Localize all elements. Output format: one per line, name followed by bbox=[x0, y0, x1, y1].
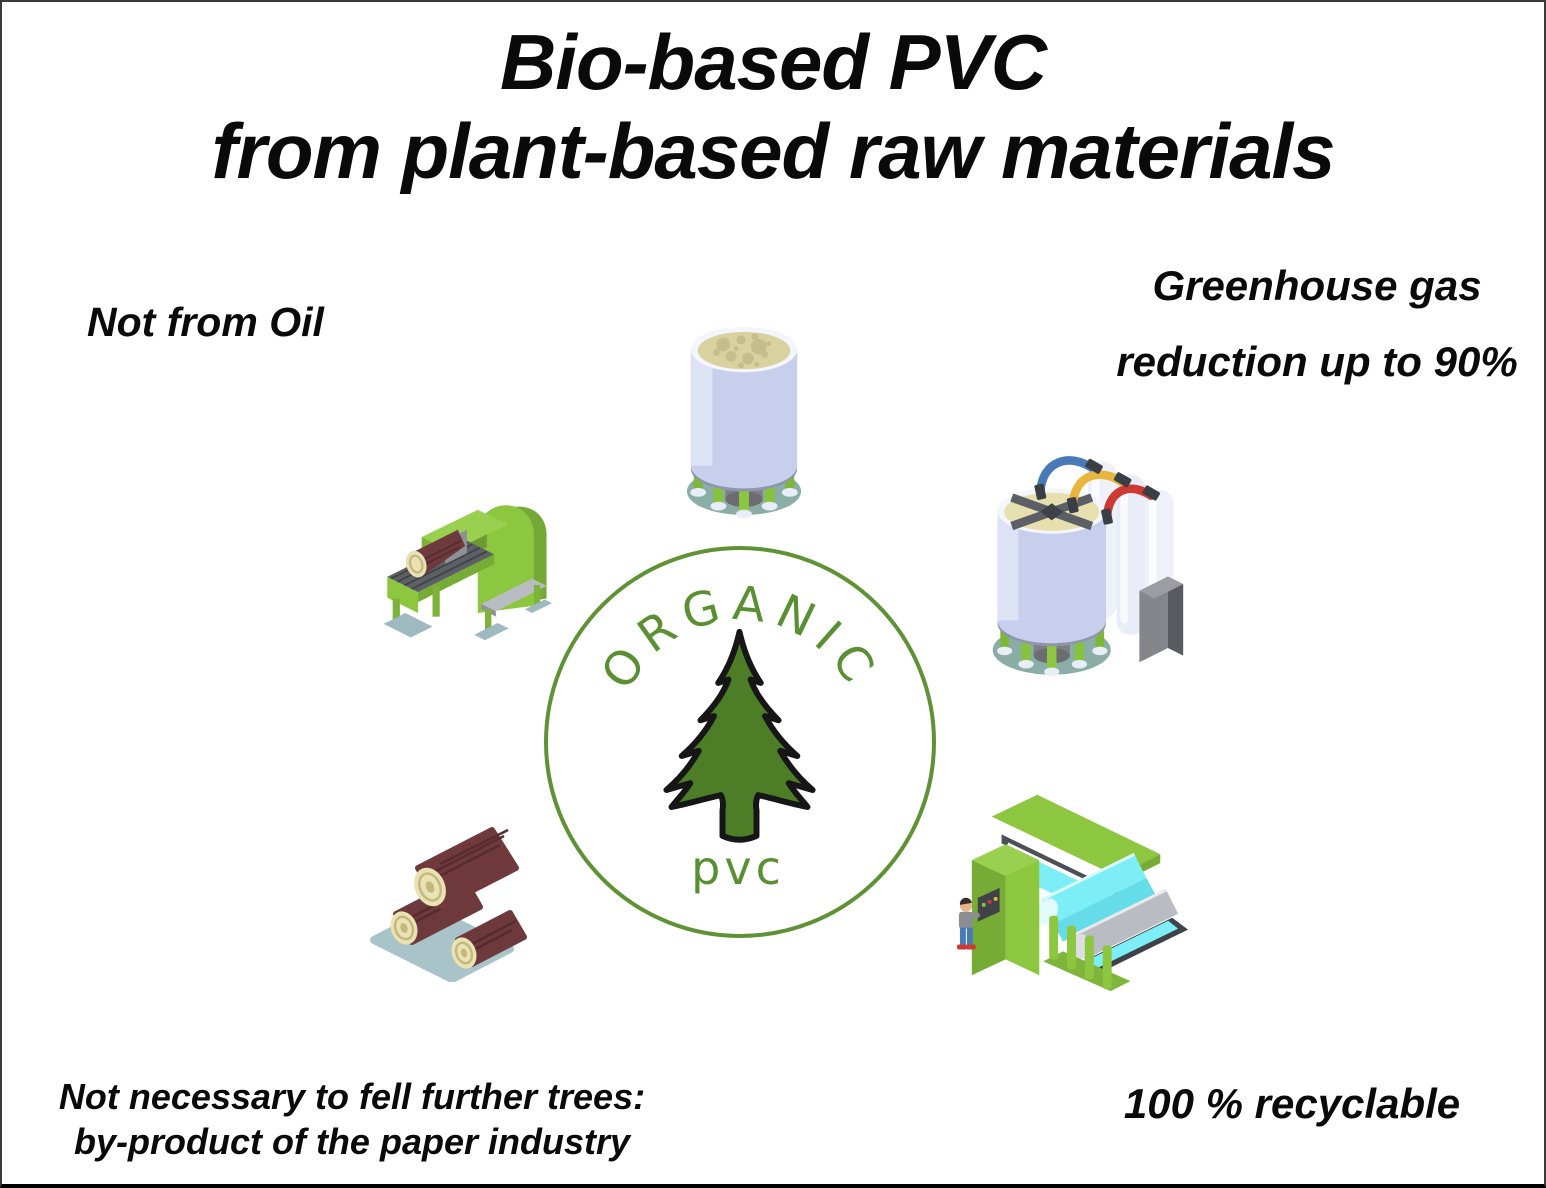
greenhouse-line-2: reduction up to 90% bbox=[1116, 338, 1518, 385]
pine-tree-icon bbox=[663, 628, 816, 843]
log-bottom-right bbox=[451, 910, 527, 969]
title-line-1: Bio-based PVC bbox=[499, 18, 1047, 106]
log-top bbox=[414, 827, 519, 909]
greenhouse-line-1: Greenhouse gas bbox=[1152, 262, 1482, 309]
organic-pvc-badge: ORGANIC pvc bbox=[544, 546, 936, 938]
mixing-reactor-illustration bbox=[992, 456, 1184, 677]
label-greenhouse-gas: Greenhouse gas reduction up to 90% bbox=[1087, 262, 1544, 386]
log-on-conveyor bbox=[405, 529, 466, 578]
worker-figure bbox=[956, 897, 980, 950]
control-panel bbox=[977, 887, 1000, 922]
label-recyclable: 100 % recyclable bbox=[1123, 1080, 1461, 1127]
page-title: Bio-based PVC from plant-based raw mater… bbox=[2, 18, 1544, 196]
trees-line-2: by-product of the paper industry bbox=[73, 1121, 630, 1162]
hose-nozzles bbox=[1034, 458, 1160, 525]
trees-line-1: Not necessary to fell further trees: bbox=[58, 1076, 646, 1117]
title-line-2: from plant-based raw materials bbox=[211, 106, 1335, 195]
calender-machine-illustration bbox=[956, 794, 1189, 992]
fermentation-tank-illustration bbox=[686, 326, 802, 519]
label-paper-byproduct: Not necessary to fell further trees: by-… bbox=[17, 1074, 687, 1164]
machine-pillars bbox=[1049, 915, 1112, 990]
fermentation-bubbles bbox=[712, 333, 772, 369]
debarking-machine-illustration bbox=[383, 505, 552, 641]
wood-logs-illustration bbox=[370, 827, 527, 982]
label-not-from-oil: Not from Oil bbox=[87, 299, 324, 345]
badge-bottom-label: pvc bbox=[691, 841, 785, 895]
agitator-blades bbox=[1010, 493, 1094, 531]
